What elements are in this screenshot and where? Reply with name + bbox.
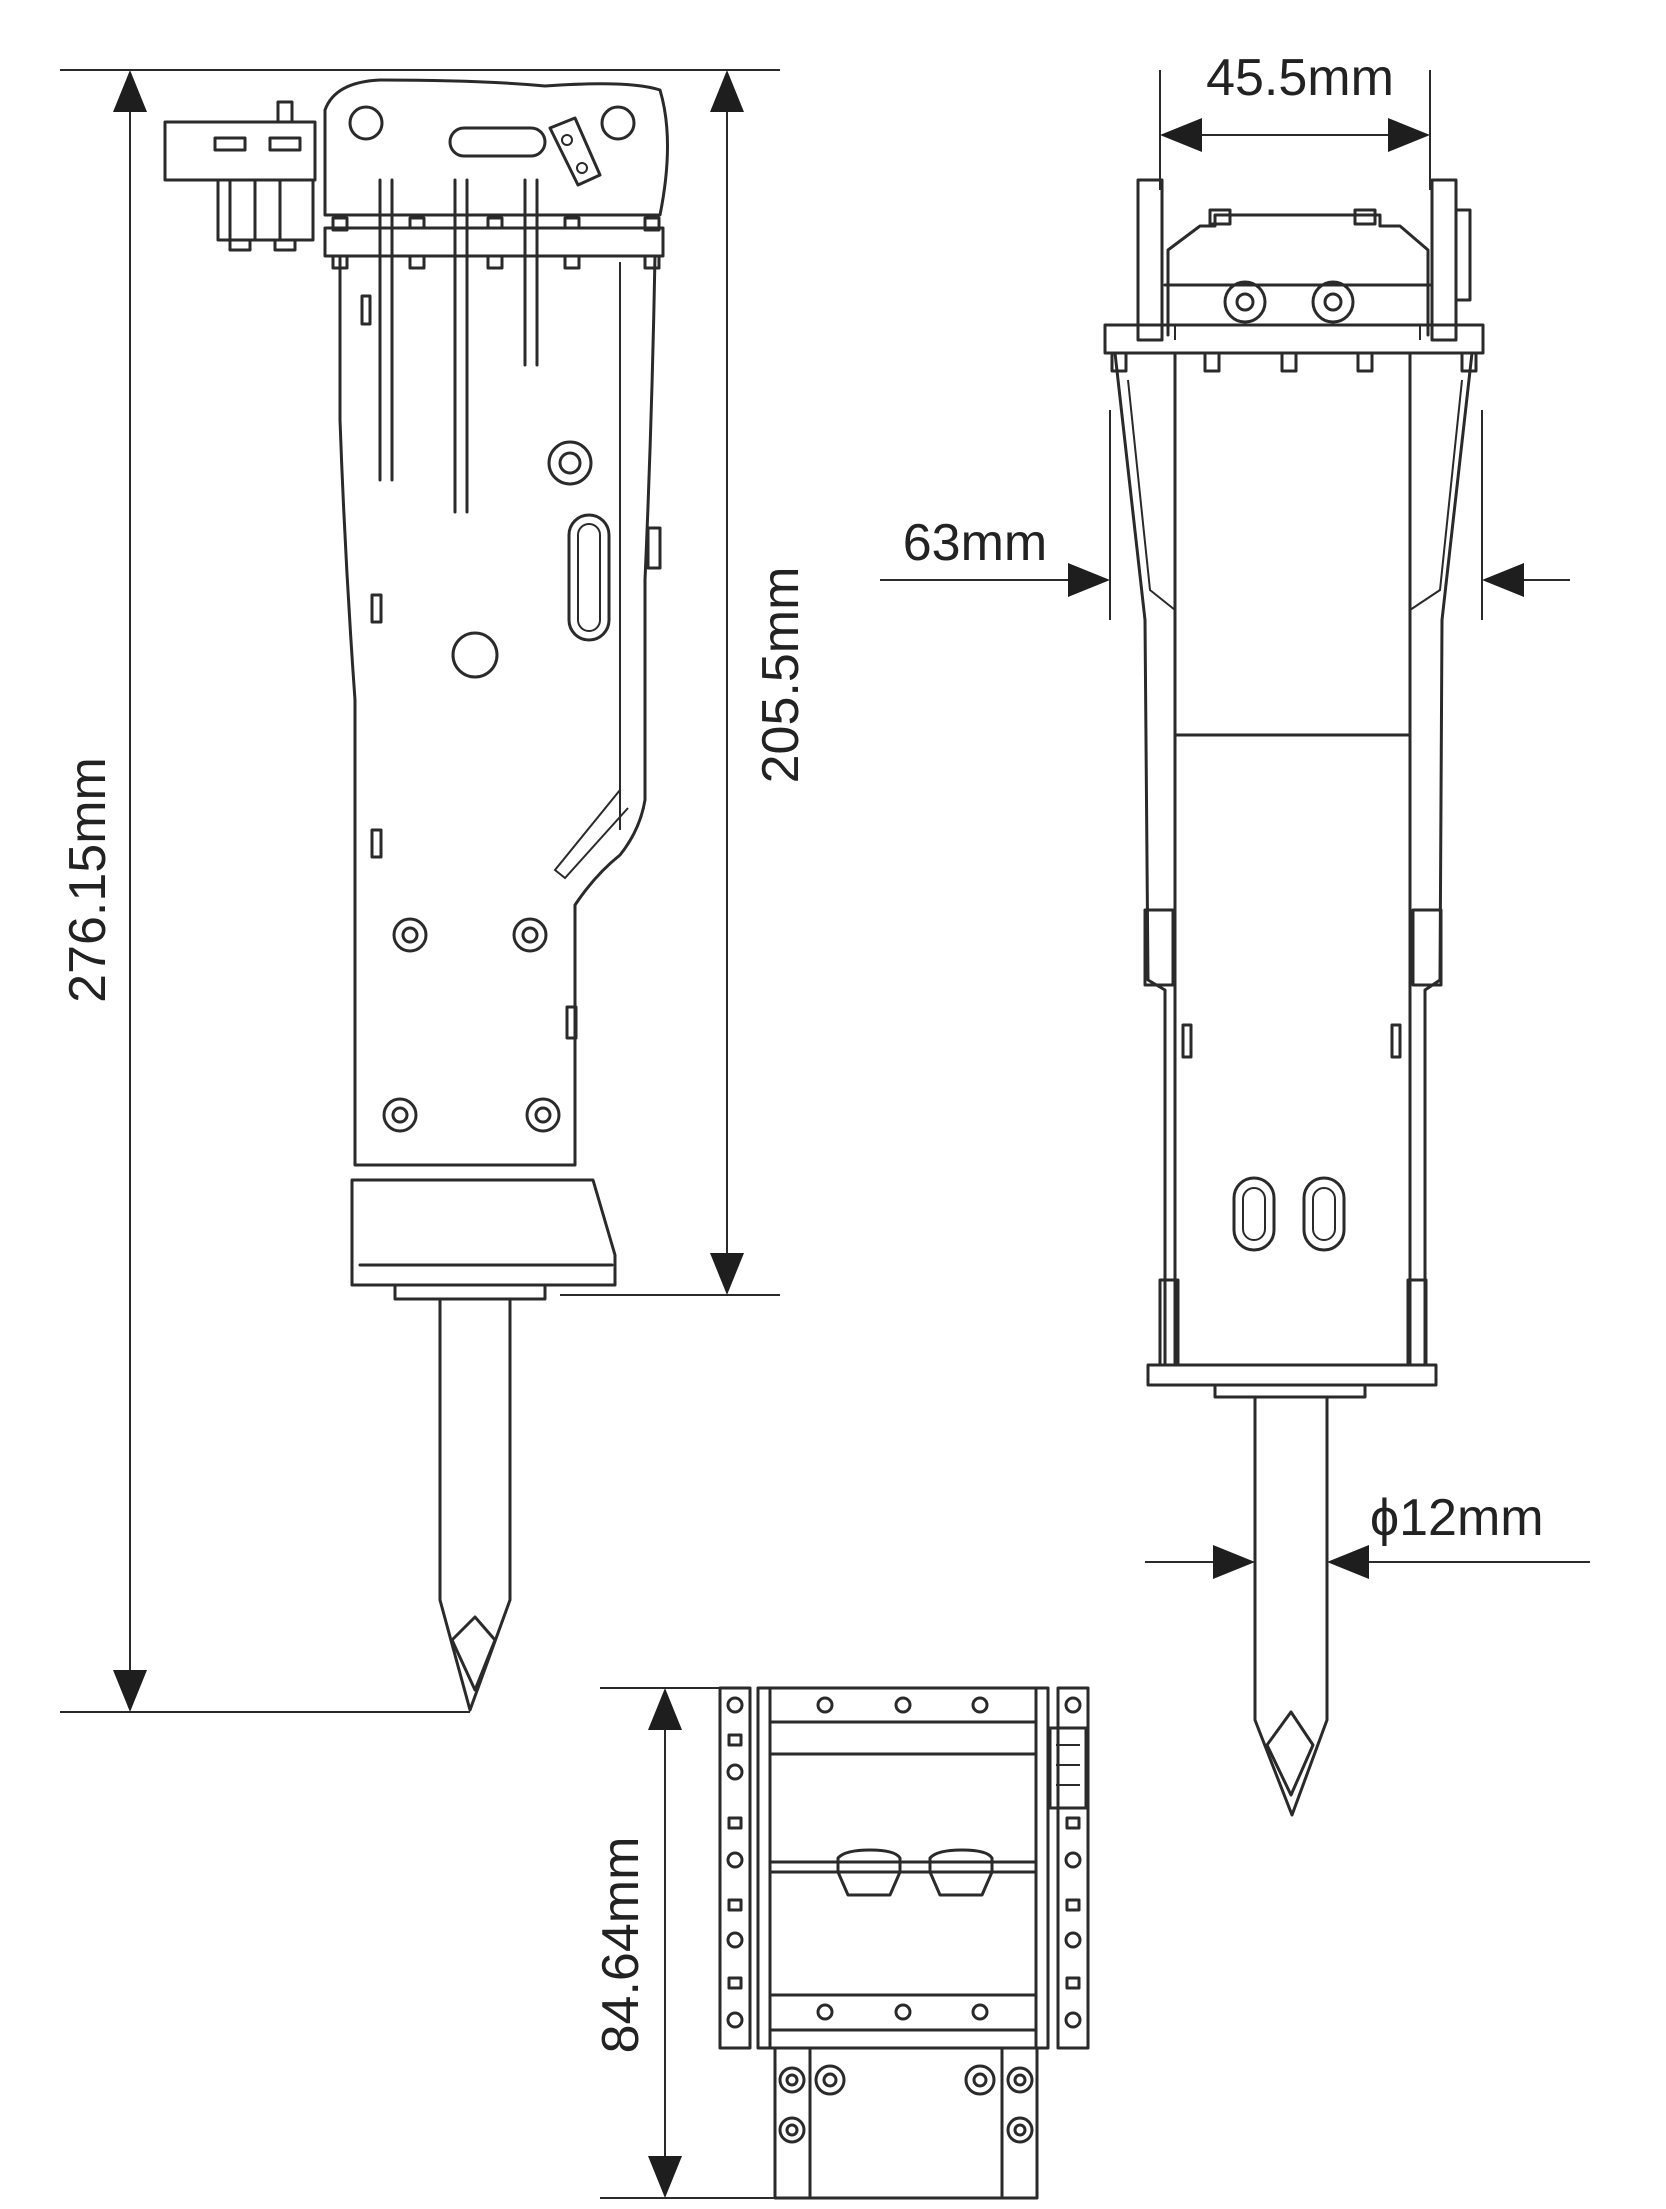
side-top-slot [448, 126, 547, 158]
top-width-label: 45.5mm [1206, 49, 1394, 107]
side-top-plate [323, 78, 669, 217]
front-chisel [1253, 1395, 1329, 1817]
chisel-diameter-label: ϕ12mm [1370, 1489, 1544, 1547]
side-front-head [350, 1178, 617, 1287]
body-height-label: 205.5mm [752, 567, 810, 784]
front-slot-left [1232, 1176, 1276, 1252]
front-top-box [1166, 213, 1430, 337]
bracket-view [718, 1686, 1090, 2200]
side-flange [323, 226, 665, 258]
bracket-height-label: 84.64mm [592, 1837, 650, 2054]
bracket-right-strip [1056, 1686, 1090, 2050]
side-view [163, 78, 669, 1712]
side-chisel [438, 1297, 512, 1712]
side-latch [548, 116, 602, 187]
side-body-slot [567, 513, 611, 642]
side-top-hole-right [600, 105, 636, 141]
front-bottom-plate [1146, 1363, 1438, 1387]
bracket-left-strip [718, 1686, 752, 2050]
body-width-label: 63mm [903, 514, 1047, 572]
side-top-hole-left [348, 105, 384, 141]
total-height-label: 276.15mm [59, 757, 117, 1003]
bracket-fitting [1048, 1726, 1088, 1810]
front-main-body [1113, 351, 1474, 1367]
side-valve-nut [547, 440, 593, 486]
front-slot-right [1302, 1176, 1346, 1252]
side-hydraulic-fitting [163, 100, 317, 252]
side-main-body [338, 254, 657, 1167]
front-view [1103, 178, 1485, 1817]
dimension-lines [60, 69, 1590, 2199]
bracket-bottom-plate [773, 2046, 1039, 2200]
side-body-port [451, 631, 499, 679]
